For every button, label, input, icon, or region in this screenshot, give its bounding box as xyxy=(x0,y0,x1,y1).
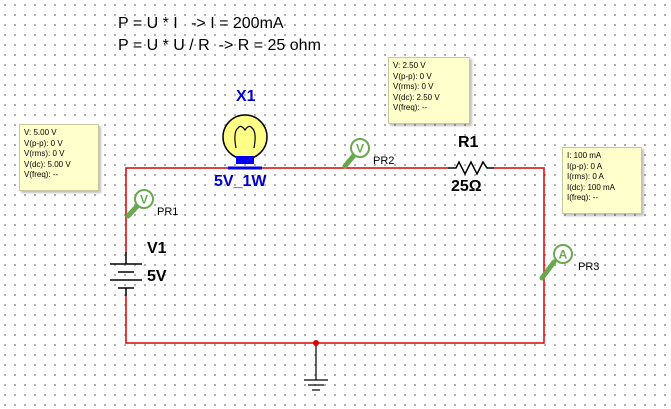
probe-pr3-readings: I: 100 mA I(p-p): 0 A I(rms): 0 A I(dc):… xyxy=(562,147,642,214)
formula-current: P = U * I -> I = 200mA xyxy=(118,15,284,32)
reading-line: I(dc): 100 mA xyxy=(567,182,616,192)
reading-line: V(p-p): 0 V xyxy=(24,138,63,148)
wire-right[interactable] xyxy=(125,167,545,344)
reading-line: V(p-p): 0 V xyxy=(393,71,432,81)
lamp-x1-symbol[interactable] xyxy=(222,114,268,170)
resistor-r1-ref: R1 xyxy=(458,134,479,151)
reading-line: I(p-p): 0 A xyxy=(567,161,603,171)
reading-line: V: 2.50 V xyxy=(393,61,426,70)
probe-pr3-name: PR3 xyxy=(578,261,600,273)
reading-line: V(rms): 0 V xyxy=(24,149,65,158)
probe-pr1-symbol: V xyxy=(140,193,148,207)
lamp-x1-value: 5V_1W xyxy=(214,173,267,190)
probe-pr1-readings: V: 5.00 V V(p-p): 0 V V(rms): 0 V V(dc):… xyxy=(19,124,99,191)
reading-line: I(freq): -- xyxy=(567,193,599,202)
probe-pr2-name: PR2 xyxy=(373,155,395,167)
probe-pr1-marker[interactable]: V xyxy=(125,189,154,219)
reading-line: I: 100 mA xyxy=(567,151,602,160)
wires xyxy=(125,167,545,344)
junction-dot xyxy=(313,340,319,346)
probe-pr3-symbol: A xyxy=(559,248,568,262)
reading-line: V(freq): -- xyxy=(393,103,428,112)
probe-pr2-symbol: V xyxy=(356,142,364,156)
resistor-r1-symbol[interactable] xyxy=(448,160,494,176)
reading-line: V(dc): 5.00 V xyxy=(24,159,71,169)
reading-line: V(rms): 0 V xyxy=(393,82,434,91)
reading-line: V(dc): 2.50 V xyxy=(393,92,440,102)
probe-pr3-marker[interactable]: A xyxy=(539,244,573,281)
resistor-r1-value: 25Ω xyxy=(451,178,482,195)
lamp-x1-ref: X1 xyxy=(236,88,256,105)
voltage-source-v1-symbol[interactable] xyxy=(110,252,142,296)
formula-resistance: P = U * U / R -> R = 25 ohm xyxy=(118,37,321,54)
probe-pr2-readings: V: 2.50 V V(p-p): 0 V V(rms): 0 V V(dc):… xyxy=(388,57,470,124)
source-v1-ref: V1 xyxy=(147,240,167,257)
wire-left-top[interactable] xyxy=(125,167,228,252)
reading-line: V: 5.00 V xyxy=(24,128,57,137)
source-v1-value: 5V xyxy=(147,268,167,285)
reading-line: I(rms): 0 A xyxy=(567,172,604,181)
ground-symbol[interactable] xyxy=(304,343,328,391)
reading-line: V(freq): -- xyxy=(24,170,59,179)
probe-pr1-name: PR1 xyxy=(157,206,179,218)
probe-pr2-marker[interactable]: V xyxy=(342,138,370,169)
